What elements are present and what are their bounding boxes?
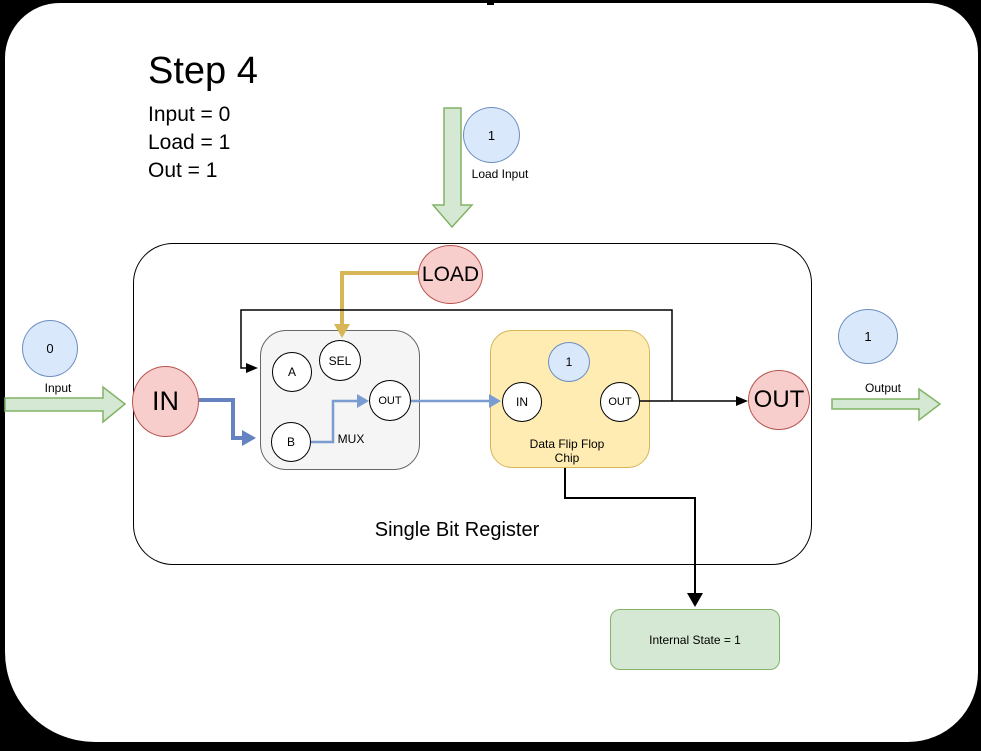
page-marker [487, 0, 494, 5]
load-node: LOAD [418, 245, 483, 304]
step-out-line: Out = 1 [148, 159, 218, 182]
output-value-node: 1 [838, 309, 898, 364]
mux-port-a: A [272, 352, 312, 392]
dff-port-in: IN [502, 382, 542, 422]
input-value-node: 0 [22, 320, 78, 377]
input-label: Input [44, 381, 72, 395]
load-input-label: Load Input [471, 167, 529, 181]
mux-label: MUX [337, 432, 365, 446]
out-node: OUT [748, 370, 810, 430]
register-label: Single Bit Register [374, 519, 540, 541]
in-node: IN [132, 366, 199, 437]
output-label: Output [864, 381, 902, 395]
mux-port-b: B [271, 422, 311, 462]
step-title: Step 4 [148, 50, 258, 92]
dff-label-line2: Chip [554, 451, 580, 465]
dff-port-out: OUT [600, 382, 640, 422]
mux-port-sel: SEL [319, 340, 361, 381]
dff-label-line1: Data Flip Flop [529, 437, 605, 451]
internal-state-box: Internal State = 1 [610, 609, 780, 670]
internal-state-label: Internal State = 1 [649, 632, 741, 647]
dff-state-node: 1 [548, 342, 590, 382]
load-value-node: 1 [463, 107, 520, 163]
step-load-line: Load = 1 [148, 131, 231, 154]
mux-port-out: OUT [369, 380, 411, 421]
step-input-line: Input = 0 [148, 103, 231, 126]
